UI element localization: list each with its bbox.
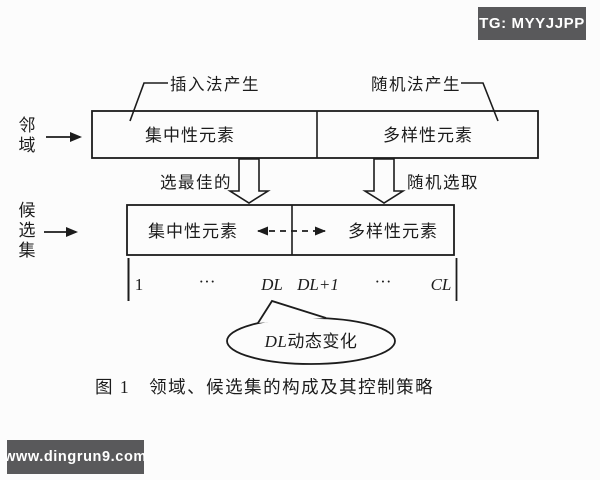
random-select-label: 随机选取 bbox=[407, 173, 479, 192]
block-arrow-random-selection bbox=[362, 158, 406, 204]
candidate-intensification-cell: 集中性元素 bbox=[148, 222, 238, 241]
leader-line-insertion bbox=[129, 82, 168, 122]
leader-line-random bbox=[461, 82, 499, 122]
neighborhood-intensification-cell: 集中性元素 bbox=[145, 126, 235, 145]
telegram-watermark-badge: TG: MYYJJPP bbox=[478, 7, 586, 40]
neighborhood-diversification-cell: 多样性元素 bbox=[383, 126, 473, 145]
index-item-dl: DL bbox=[260, 275, 283, 294]
figure-caption: 图 1 领域、候选集的构成及其控制策略 bbox=[95, 377, 434, 397]
block-arrow-best-selection bbox=[227, 158, 271, 204]
index-item-dots-left: ··· bbox=[199, 272, 216, 291]
candidate-box bbox=[126, 204, 455, 256]
index-item-cl: CL bbox=[431, 275, 452, 294]
index-item-dots-right: ··· bbox=[375, 272, 392, 291]
neighborhood-side-label: 邻域 bbox=[18, 116, 36, 156]
candidate-set-side-label: 候选集 bbox=[18, 201, 36, 261]
neighborhood-box bbox=[91, 110, 539, 159]
callout-suffix: 动态变化 bbox=[287, 332, 357, 351]
candidate-diversification-cell: 多样性元素 bbox=[348, 222, 438, 241]
callout-dl-var: DL bbox=[264, 332, 288, 351]
index-item-1: 1 bbox=[135, 275, 144, 294]
website-watermark-badge: www.dingrun9.com bbox=[4, 440, 146, 474]
index-item-dl-plus-1: DL+1 bbox=[296, 275, 339, 294]
insertion-method-label: 插入法产生 bbox=[170, 75, 260, 94]
select-best-label: 选最佳的 bbox=[160, 173, 232, 192]
random-method-label: 随机法产生 bbox=[371, 75, 461, 94]
callout-text: DL动态变化 bbox=[264, 332, 358, 351]
callout-tail bbox=[257, 299, 327, 324]
